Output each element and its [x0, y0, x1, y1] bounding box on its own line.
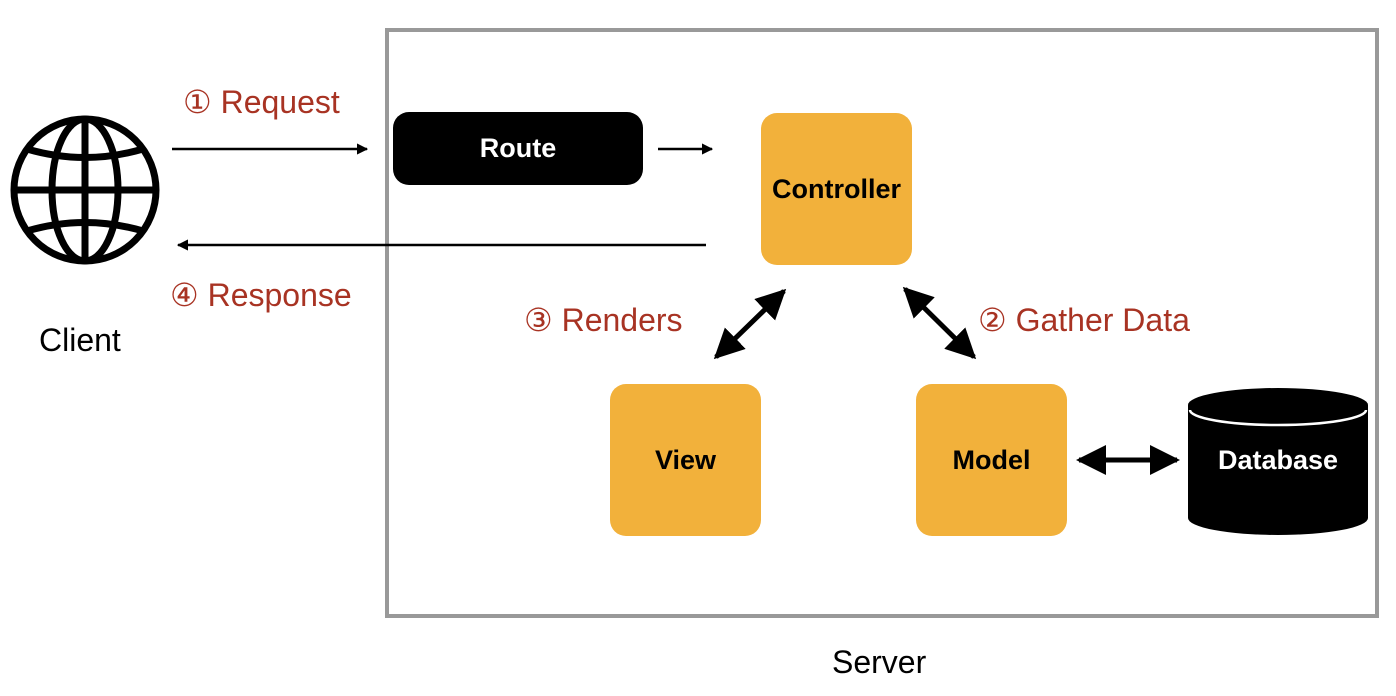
database-label-wrap: Database [1188, 432, 1368, 488]
database-label: Database [1217, 444, 1339, 475]
model-label: Model [952, 444, 1031, 475]
step-response-label: ④ Response [170, 277, 352, 313]
server-boundary [385, 28, 1379, 618]
step-gather-data-label: ② Gather Data [978, 302, 1190, 338]
client-label: Client [39, 322, 121, 358]
step-renders-label: ③ Renders [524, 302, 683, 338]
controller-view-arrow [713, 288, 787, 360]
controller-label: Controller [771, 173, 901, 204]
step-request-label: ① Request [183, 84, 340, 120]
route-label: Route [479, 133, 557, 163]
view-box: View [610, 384, 761, 536]
route-box: Route [393, 112, 643, 185]
model-box: Model [916, 384, 1067, 536]
controller-box: Controller [761, 113, 912, 265]
globe-icon [10, 115, 160, 265]
controller-model-arrow [902, 286, 977, 360]
server-label: Server [832, 644, 927, 680]
database-icon [1188, 388, 1368, 535]
view-label: View [654, 444, 717, 475]
